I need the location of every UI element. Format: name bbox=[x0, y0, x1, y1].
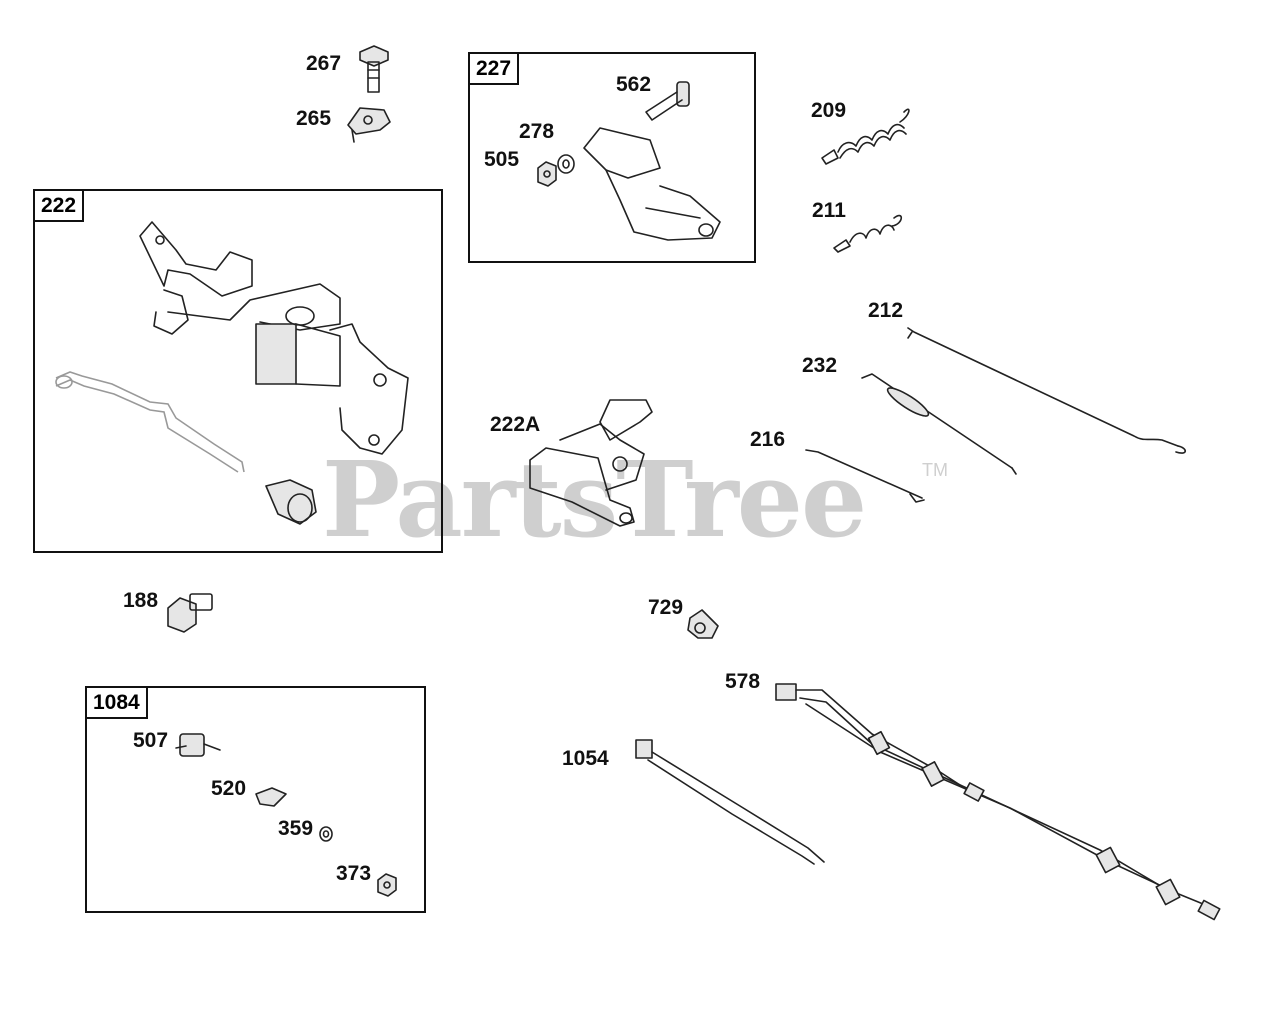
part-267-bolt[interactable] bbox=[359, 45, 389, 93]
callout-188[interactable]: 188 bbox=[123, 589, 159, 612]
callout-562[interactable]: 562 bbox=[616, 73, 652, 96]
callout-505[interactable]: 505 bbox=[484, 148, 520, 171]
part-222A-bracket[interactable] bbox=[529, 399, 653, 527]
part-232-rod[interactable] bbox=[861, 373, 1017, 475]
callout-729[interactable]: 729 bbox=[648, 596, 684, 619]
part-216-rod[interactable] bbox=[805, 449, 925, 503]
part-373-nut[interactable] bbox=[377, 873, 397, 897]
part-188-bolt[interactable] bbox=[167, 593, 213, 633]
callout-209[interactable]: 209 bbox=[811, 99, 847, 122]
part-278-washer[interactable] bbox=[557, 154, 575, 174]
callout-265[interactable]: 265 bbox=[296, 107, 332, 130]
callout-211[interactable]: 211 bbox=[812, 199, 846, 222]
callout-373[interactable]: 373 bbox=[336, 862, 372, 885]
part-209-spring[interactable] bbox=[821, 108, 910, 165]
assembly-box-222: 222 bbox=[33, 189, 443, 553]
callout-507[interactable]: 507 bbox=[133, 729, 169, 752]
callout-267[interactable]: 267 bbox=[306, 52, 342, 75]
part-578-harness[interactable] bbox=[775, 683, 1221, 921]
part-505-nut[interactable] bbox=[537, 161, 557, 187]
callout-232[interactable]: 232 bbox=[802, 354, 838, 377]
assembly-label-227[interactable]: 227 bbox=[470, 54, 520, 85]
callout-222A[interactable]: 222A bbox=[490, 413, 541, 436]
part-507-solenoid[interactable] bbox=[175, 733, 221, 757]
watermark-trademark: TM bbox=[922, 460, 948, 480]
assembly-box-227: 227 bbox=[468, 52, 756, 263]
callout-278[interactable]: 278 bbox=[519, 120, 555, 143]
part-212-rod[interactable] bbox=[907, 327, 1187, 454]
callout-1054[interactable]: 1054 bbox=[562, 747, 609, 770]
assembly-box-1084: 1084 bbox=[85, 686, 426, 913]
part-359-washer[interactable] bbox=[319, 826, 333, 842]
assembly-label-222[interactable]: 222 bbox=[35, 191, 85, 222]
part-227-bracket[interactable] bbox=[583, 127, 721, 241]
part-1054-cable-tie[interactable] bbox=[635, 739, 825, 865]
part-729-clip[interactable] bbox=[687, 609, 719, 639]
assembly-label-1084[interactable]: 1084 bbox=[87, 688, 148, 719]
callout-520[interactable]: 520 bbox=[211, 777, 247, 800]
part-211-spring[interactable] bbox=[833, 214, 903, 253]
part-520-bracket[interactable] bbox=[255, 787, 287, 807]
watermark-brand: PartsTree bbox=[322, 438, 867, 561]
callout-578[interactable]: 578 bbox=[725, 670, 761, 693]
callout-216[interactable]: 216 bbox=[750, 428, 786, 451]
part-265-clip[interactable] bbox=[347, 107, 391, 143]
part-222-assembly[interactable] bbox=[55, 221, 409, 525]
part-562-pin[interactable] bbox=[645, 81, 690, 121]
callout-212[interactable]: 212 bbox=[868, 299, 904, 322]
callout-359[interactable]: 359 bbox=[278, 817, 314, 840]
